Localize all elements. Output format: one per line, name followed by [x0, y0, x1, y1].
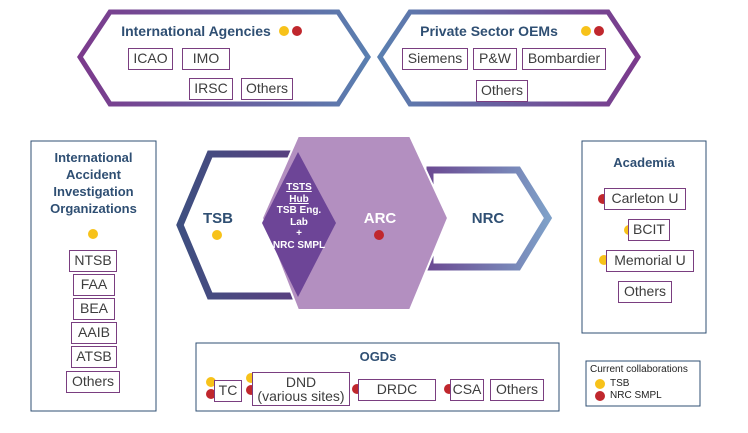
- tsb-dot: [206, 377, 216, 387]
- nrc-dot: [444, 384, 454, 394]
- nrc-dot: [594, 26, 604, 36]
- ogds-title: OGDs: [359, 349, 397, 364]
- tsb-dot: [279, 26, 289, 36]
- tsb-dot: [599, 255, 609, 265]
- chip-irsc: IRSC: [189, 78, 233, 100]
- nrc-label: NRC: [471, 210, 505, 227]
- tsb-dot: [246, 373, 256, 383]
- chip-siemens: Siemens: [402, 48, 468, 70]
- private-sector-hexagon: [377, 9, 641, 107]
- legend-tsb-dot: [595, 379, 605, 389]
- chip-aaib: AAIB: [71, 322, 117, 344]
- chip-faa: FAA: [73, 274, 115, 296]
- arc-label: ARC: [363, 210, 397, 227]
- chip-pw: P&W: [473, 48, 517, 70]
- legend-tsb-label: TSB: [610, 378, 630, 389]
- chip-academia-others: Others: [618, 281, 672, 303]
- chip-bombardier: Bombardier: [522, 48, 606, 70]
- legend-box: [585, 360, 701, 407]
- nrc-dot: [246, 385, 256, 395]
- chip-intl-others: Others: [241, 78, 293, 100]
- chip-memorial: Memorial U: [606, 250, 694, 272]
- tsb-dot: [88, 229, 98, 239]
- chip-csa: CSA: [450, 379, 484, 401]
- tsb-label: TSB: [203, 210, 233, 227]
- chip-icao: ICAO: [128, 48, 173, 70]
- nrc-dot: [206, 389, 216, 399]
- chip-ogds-others: Others: [490, 379, 544, 401]
- chip-bcit: BCIT: [628, 219, 670, 241]
- chip-tc: TC: [214, 380, 242, 402]
- legend-title: Current collaborations: [590, 364, 688, 375]
- hub-label: TSTS Hub TSB Eng. Lab + NRC SMPL: [272, 182, 326, 251]
- legend-nrc-label: NRC SMPL: [610, 390, 662, 401]
- intl-agencies-title: International Agencies: [121, 23, 271, 39]
- hub-hexagon: [262, 152, 336, 297]
- nrc-dot: [292, 26, 302, 36]
- nrc-dot: [374, 230, 384, 240]
- legend-nrc-dot: [595, 391, 605, 401]
- chip-imo: IMO: [182, 48, 230, 70]
- chip-carleton: Carleton U: [604, 188, 686, 210]
- chip-bea: BEA: [73, 298, 115, 320]
- intl-agencies-hexagon: [77, 9, 371, 107]
- accident-orgs-title: International Accident Investigation Org…: [50, 150, 137, 216]
- tsb-hexagon: [176, 150, 304, 300]
- chip-accident-others: Others: [66, 371, 120, 393]
- nrc-dot: [352, 384, 362, 394]
- tsb-dot: [212, 230, 222, 240]
- chip-drdc: DRDC: [358, 379, 436, 401]
- private-sector-title: Private Sector OEMs: [420, 23, 558, 39]
- chip-dnd: DND (various sites): [252, 372, 350, 406]
- chip-atsb: ATSB: [71, 346, 117, 368]
- nrc-dot: [598, 194, 608, 204]
- tsb-dot: [581, 26, 591, 36]
- chip-ntsb: NTSB: [69, 250, 117, 272]
- chip-private-others: Others: [476, 80, 528, 102]
- academia-title: Academia: [613, 155, 675, 170]
